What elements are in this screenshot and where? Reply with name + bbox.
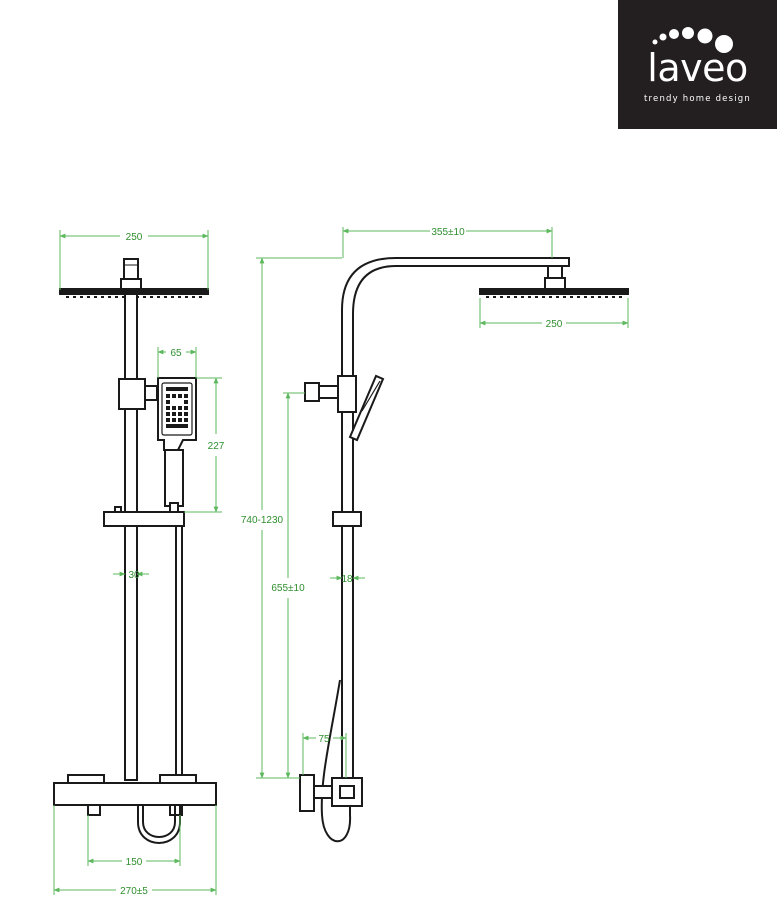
dim-slider-height: 655±10	[271, 583, 305, 594]
dim-thermostat-width: 270±5	[120, 886, 148, 897]
front-thermostat	[53, 774, 217, 844]
dim-handshower-height: 227	[208, 441, 225, 452]
side-riser-arm	[341, 257, 570, 780]
dim-wall-offset: 75	[318, 734, 330, 745]
front-shower-head	[59, 258, 209, 298]
side-holder	[337, 375, 357, 413]
dim-total-height: 740-1230	[241, 515, 284, 526]
brand-logo: laveo trendy home design	[618, 0, 777, 129]
dimension-labels: 250 65 227 30 150 270±5 355±10 250 740-1…	[120, 227, 563, 897]
front-view	[53, 258, 217, 844]
side-shower-head	[479, 288, 629, 295]
dimension-lines	[53, 227, 629, 895]
dim-rail-width: 30	[128, 570, 140, 581]
front-holder-bracket	[118, 378, 146, 410]
dim-handshower-width: 65	[170, 348, 182, 359]
dim-side-head-width: 250	[546, 319, 563, 330]
front-slider-shelf	[103, 511, 185, 527]
front-hand-shower	[157, 377, 197, 514]
logo-dots-icon	[652, 27, 733, 53]
side-view	[299, 257, 629, 843]
brand-name: laveo	[647, 46, 748, 90]
dim-connector-spacing: 150	[126, 857, 143, 868]
front-rail-pipe	[124, 525, 138, 781]
dim-pipe-diameter: 18	[341, 574, 353, 585]
dim-front-head-width: 250	[126, 232, 143, 243]
dim-arm-reach: 355±10	[431, 227, 465, 238]
side-slider	[332, 511, 362, 527]
brand-tagline: trendy home design	[644, 94, 751, 104]
